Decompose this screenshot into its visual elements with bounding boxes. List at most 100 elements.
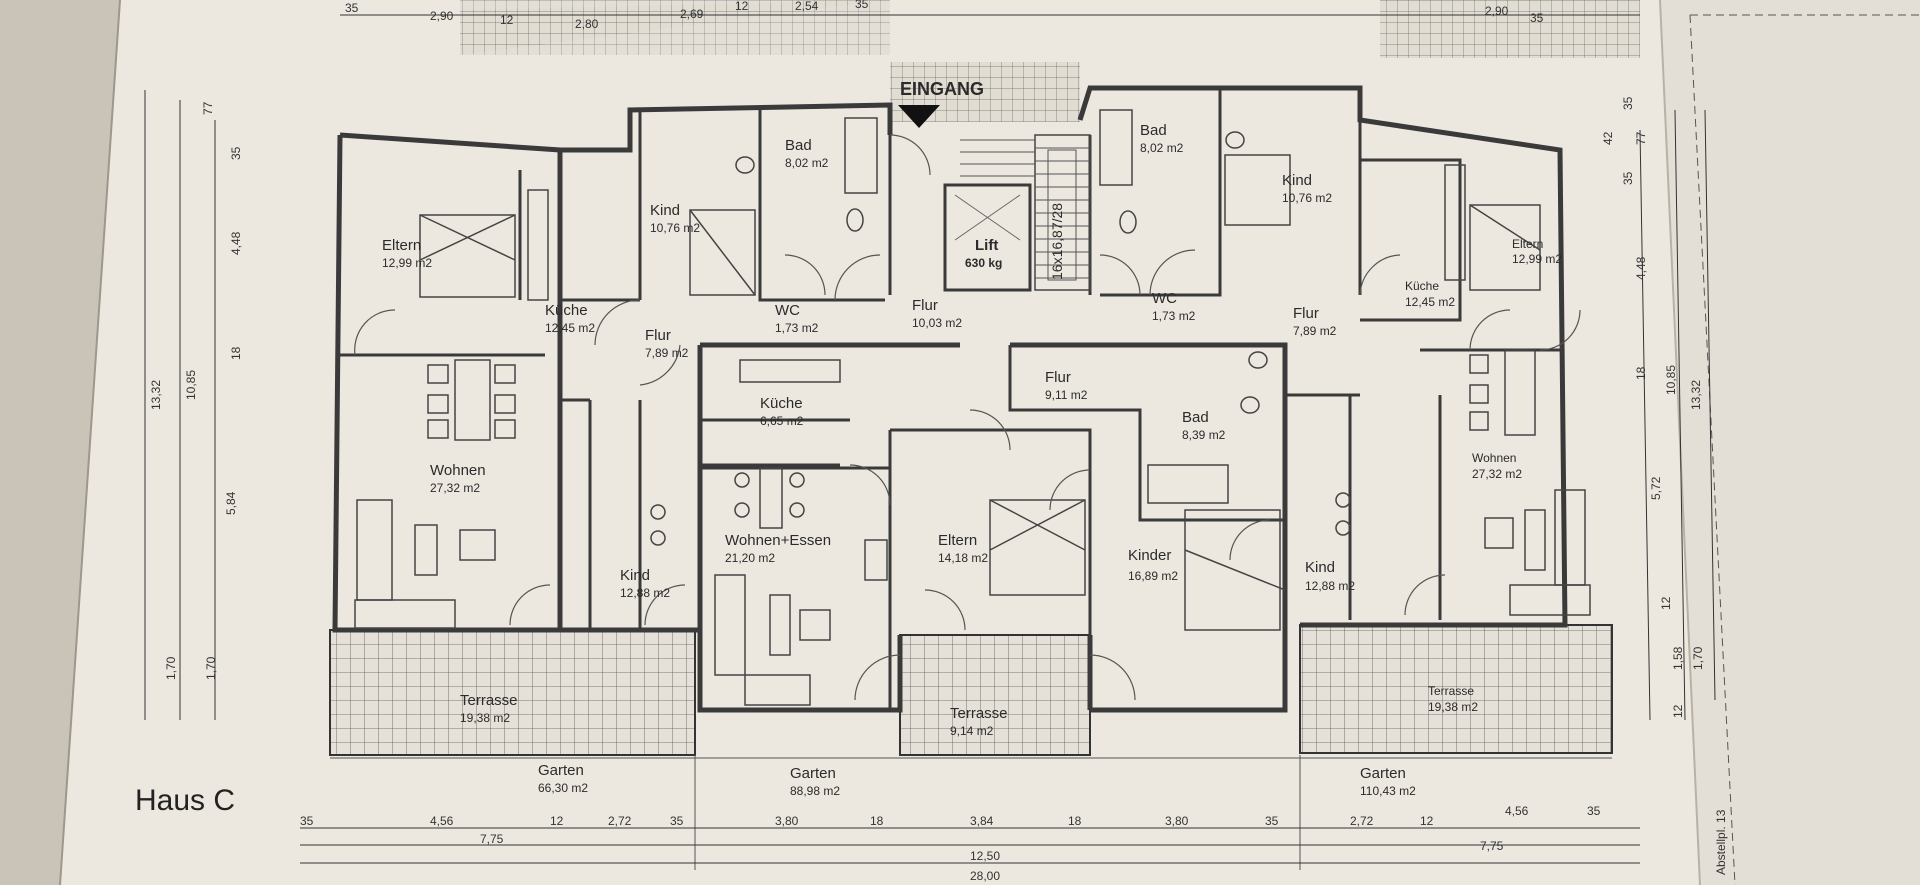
room-name: WC bbox=[775, 302, 800, 319]
dim-top: 12 bbox=[735, 0, 749, 13]
room-area: 16,89 m2 bbox=[1128, 569, 1178, 583]
room-area: 27,32 m2 bbox=[430, 481, 480, 495]
room-area: 66,30 m2 bbox=[538, 781, 588, 795]
room-name: Lift bbox=[975, 237, 998, 254]
room-name: Wohnen+Essen bbox=[725, 532, 831, 549]
room-area: 10,76 m2 bbox=[1282, 191, 1332, 205]
dim-bottom: 3,80 bbox=[1165, 814, 1189, 828]
dim-bottom: 35 bbox=[1587, 804, 1601, 818]
room-name: Küche bbox=[1405, 279, 1439, 293]
room-area: 12,45 m2 bbox=[1405, 295, 1455, 309]
lift-icon bbox=[954, 194, 1021, 241]
dim-right: 4,48 bbox=[1634, 256, 1648, 280]
dim-right: 1,58 bbox=[1671, 646, 1685, 670]
dim-left: 4,48 bbox=[229, 231, 243, 255]
room-area: 14,18 m2 bbox=[938, 551, 988, 565]
room-name: Kind bbox=[650, 202, 680, 219]
room-area: 27,32 m2 bbox=[1472, 467, 1522, 481]
dimension-labels: 35 4,56 12 2,72 35 3,80 18 3,84 18 3,80 … bbox=[149, 0, 1705, 883]
room-name: Terrasse bbox=[1428, 684, 1474, 698]
dim-left: 1,70 bbox=[204, 656, 218, 680]
dim-right: 1,70 bbox=[1691, 646, 1705, 670]
dim-bottom: 3,84 bbox=[970, 814, 994, 828]
room-name: Kind bbox=[1282, 172, 1312, 189]
room-name: Flur bbox=[1293, 305, 1319, 322]
dim-left: 35 bbox=[229, 146, 243, 160]
room-area: 12,88 m2 bbox=[620, 586, 670, 600]
stair-label: 16x16,87/28 bbox=[1049, 203, 1065, 280]
dim-right: 5,72 bbox=[1649, 476, 1663, 500]
terrace-left bbox=[329, 629, 696, 756]
dim-bottom: 35 bbox=[300, 814, 314, 828]
room-area: 1,73 m2 bbox=[775, 321, 819, 335]
room-area: 8,02 m2 bbox=[785, 156, 829, 170]
dim-bottom: 4,56 bbox=[430, 814, 454, 828]
dim-bottom: 18 bbox=[1068, 814, 1082, 828]
dim-right: 12 bbox=[1659, 596, 1673, 610]
dim-bottom: 35 bbox=[670, 814, 684, 828]
side-label: Abstellpl. 13 bbox=[1714, 809, 1728, 875]
dim-right: 18 bbox=[1634, 366, 1648, 380]
room-name: Eltern bbox=[382, 237, 421, 254]
room-area: 12,99 m2 bbox=[1512, 252, 1562, 266]
room-name: Bad bbox=[1140, 122, 1167, 139]
room-name: Flur bbox=[912, 297, 938, 314]
sheet-title: Haus C bbox=[135, 784, 235, 817]
dim-bottom: 3,80 bbox=[775, 814, 799, 828]
dim-bottom: 28,00 bbox=[970, 869, 1000, 883]
room-name: Bad bbox=[1182, 409, 1209, 426]
room-area: 8,39 m2 bbox=[1182, 428, 1226, 442]
dim-top: 35 bbox=[1530, 11, 1544, 25]
room-name: Eltern bbox=[1512, 237, 1543, 251]
dim-bottom: 12 bbox=[1420, 814, 1434, 828]
room-area: 21,20 m2 bbox=[725, 551, 775, 565]
dim-right: 35 bbox=[1621, 96, 1635, 110]
room-name: Kind bbox=[1305, 559, 1335, 576]
dim-right: 10,85 bbox=[1664, 365, 1678, 395]
room-area: 12,45 m2 bbox=[545, 321, 595, 335]
door-swings bbox=[354, 134, 1581, 701]
furniture bbox=[354, 109, 1591, 706]
dim-bottom: 7,75 bbox=[1480, 839, 1504, 853]
entrance-label: EINGANG bbox=[900, 79, 984, 99]
room-area: 19,38 m2 bbox=[460, 711, 510, 725]
dim-left: 10,85 bbox=[184, 370, 198, 400]
dim-bottom: 35 bbox=[1265, 814, 1279, 828]
dim-left: 1,70 bbox=[164, 656, 178, 680]
room-name: WC bbox=[1152, 290, 1177, 307]
room-name: Küche bbox=[760, 395, 803, 412]
dim-bottom: 2,72 bbox=[608, 814, 632, 828]
dim-top: 35 bbox=[345, 1, 359, 15]
dim-right: 77 bbox=[1634, 131, 1648, 145]
room-name: Kind bbox=[620, 567, 650, 584]
dim-top: 2,54 bbox=[795, 0, 819, 13]
room-name: Flur bbox=[1045, 369, 1071, 386]
dim-top: 12 bbox=[500, 13, 514, 27]
room-name: Wohnen bbox=[1472, 451, 1516, 465]
terrace-right bbox=[1299, 624, 1613, 754]
dim-bottom: 18 bbox=[870, 814, 884, 828]
room-name: Flur bbox=[645, 327, 671, 344]
room-area: 12,88 m2 bbox=[1305, 579, 1355, 593]
dim-right: 12 bbox=[1671, 704, 1685, 718]
dim-top: 2,90 bbox=[430, 9, 454, 23]
room-area: 110,43 m2 bbox=[1360, 784, 1416, 798]
garden-boundaries bbox=[330, 755, 1612, 870]
room-area: 19,38 m2 bbox=[1428, 700, 1478, 714]
room-name: Terrasse bbox=[460, 692, 518, 709]
room-name: Kinder bbox=[1128, 547, 1171, 564]
dim-top: 2,69 bbox=[680, 7, 704, 21]
room-area: 630 kg bbox=[965, 256, 1002, 270]
staircase bbox=[960, 134, 1091, 291]
dimension-lines bbox=[144, 14, 1716, 864]
room-area: 9,14 m2 bbox=[950, 724, 994, 738]
dim-right: 35 bbox=[1621, 171, 1635, 185]
room-area: 8,02 m2 bbox=[1140, 141, 1184, 155]
dim-bottom: 7,75 bbox=[480, 832, 504, 846]
room-name: Bad bbox=[785, 137, 812, 154]
room-labels: Haus C EINGANG Abstellpl. 13 Eltern 12,9… bbox=[135, 79, 1728, 875]
dim-bottom: 12 bbox=[550, 814, 564, 828]
entrance-arrow-icon bbox=[898, 105, 940, 128]
room-name: Eltern bbox=[938, 532, 977, 549]
